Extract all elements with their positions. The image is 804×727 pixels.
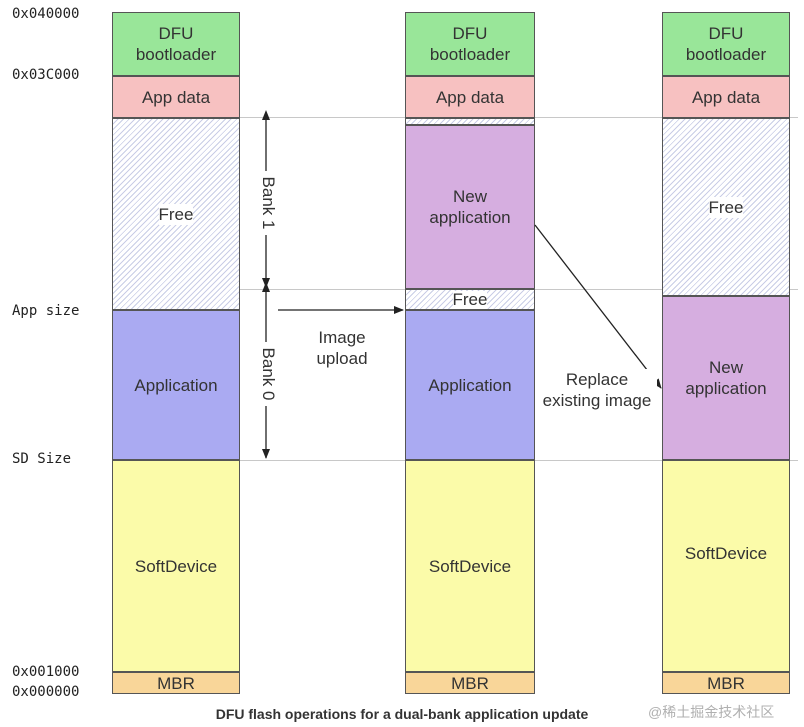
application-label: Application: [428, 375, 512, 395]
new-application-label: New application: [685, 358, 767, 398]
address-000000: 0x000000: [12, 684, 80, 700]
dfu-bootloader-label: DFU bootloader: [429, 24, 511, 64]
app-data-label: App data: [435, 87, 505, 107]
dfu-bootloader-label: DFU bootloader: [685, 24, 767, 64]
address-001000: 0x001000: [12, 664, 80, 680]
address-sd-size: SD Size: [12, 451, 72, 467]
image-upload-label: Image upload: [316, 328, 368, 368]
app-data-label: App data: [691, 87, 761, 107]
softdevice-block: SoftDevice: [405, 460, 535, 672]
free-label: Free: [158, 203, 194, 225]
address-040000: 0x040000: [12, 6, 80, 22]
app-data-block: App data: [112, 76, 240, 118]
address-03c000: 0x03C000: [12, 67, 80, 83]
mbr-label: MBR: [451, 673, 489, 693]
free-gap-block: [405, 118, 535, 125]
softdevice-block: SoftDevice: [112, 460, 240, 672]
app-data-block: App data: [405, 76, 535, 118]
dfu-bootloader-label: DFU bootloader: [135, 24, 217, 64]
free-block: Free: [405, 289, 535, 310]
softdevice-block: SoftDevice: [662, 460, 790, 672]
replace-arrow: [534, 224, 662, 389]
softdevice-label: SoftDevice: [428, 556, 512, 576]
address-app-size: App size: [12, 303, 80, 319]
app-data-block: App data: [662, 76, 790, 118]
new-application-block: New application: [405, 125, 535, 289]
bank1-label: Bank 1: [258, 171, 278, 235]
mbr-label: MBR: [157, 673, 195, 693]
new-application-block: New application: [662, 296, 790, 460]
app-data-label: App data: [141, 87, 211, 107]
softdevice-label: SoftDevice: [684, 543, 768, 563]
mbr-block: MBR: [405, 672, 535, 694]
free-label: Free: [452, 289, 488, 309]
dfu-bootloader-block: DFU bootloader: [112, 12, 240, 76]
free-block: Free: [112, 118, 240, 310]
dfu-bootloader-block: DFU bootloader: [662, 12, 790, 76]
softdevice-label: SoftDevice: [134, 556, 218, 576]
application-block: Application: [405, 310, 535, 460]
figure-caption: DFU flash operations for a dual-bank app…: [215, 706, 589, 722]
free-label: Free: [708, 196, 744, 218]
watermark: @稀土掘金技术社区: [648, 704, 775, 720]
application-label: Application: [134, 375, 218, 395]
mbr-label: MBR: [707, 673, 745, 693]
mbr-block: MBR: [112, 672, 240, 694]
dfu-bootloader-block: DFU bootloader: [405, 12, 535, 76]
free-block: Free: [662, 118, 790, 296]
new-application-label: New application: [429, 187, 511, 227]
replace-existing-image-label: Replace existing image: [537, 369, 657, 411]
application-block: Application: [112, 310, 240, 460]
mbr-block: MBR: [662, 672, 790, 694]
bank0-label: Bank 0: [258, 342, 278, 406]
